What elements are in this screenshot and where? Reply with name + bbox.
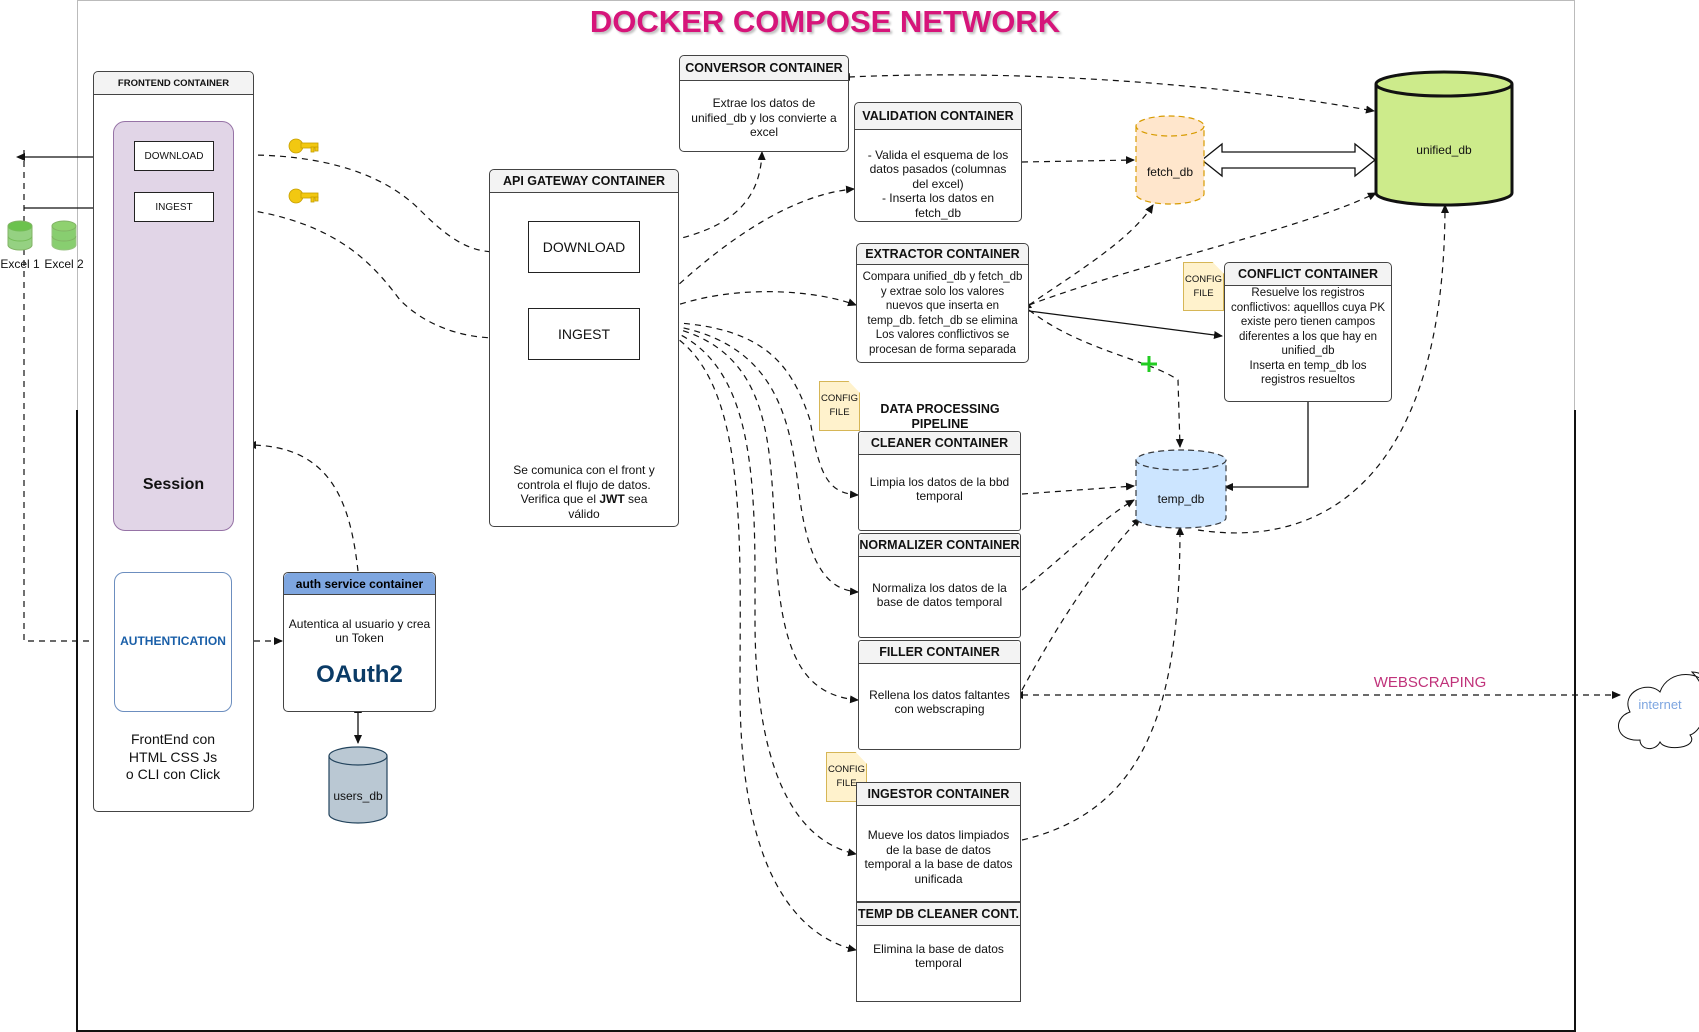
unified-db-cylinder <box>1374 70 1514 207</box>
validation-desc: - Valida el esquema de los datos pasados… <box>867 147 1009 220</box>
conflict-container: CONFLICT CONTAINER Resuelve los registro… <box>1224 262 1392 402</box>
ingestor-header: INGESTOR CONTAINER <box>857 783 1020 806</box>
edge-temp-unified <box>1197 204 1449 534</box>
cleaner-header: CLEANER CONTAINER <box>859 432 1020 455</box>
database-icon <box>51 220 77 251</box>
edge-service-to-session <box>247 441 359 572</box>
cleaner-container: CLEANER CONTAINER Limpia los datos de la… <box>858 431 1021 531</box>
extractor-container: EXTRACTOR CONTAINER Compara unified_db y… <box>856 243 1029 363</box>
database-icon <box>7 220 33 251</box>
fetch-db-label: fetch_db <box>1146 165 1194 179</box>
session-panel <box>113 121 234 531</box>
conversor-container: CONVERSOR CONTAINER Extrae los datos de … <box>679 55 849 152</box>
edge-validation-fetch <box>1021 156 1135 165</box>
session-label: Session <box>142 476 205 493</box>
conversor-desc: Extrae los datos de unified_db y los con… <box>691 96 837 140</box>
edge-extractor-conflict <box>1028 310 1223 339</box>
filler-desc: Rellena los datos faltantes con webscrap… <box>869 687 1010 717</box>
edge-extractor-fetch <box>1022 204 1154 310</box>
edge-api-tempcleaner <box>639 321 857 953</box>
conversor-header: CONVERSOR CONTAINER <box>680 56 848 81</box>
key-icon <box>288 138 319 154</box>
cloud-icon <box>1618 671 1699 749</box>
normalizer-container: NORMALIZER CONTAINER Normaliza los datos… <box>858 533 1021 638</box>
validation-header: VALIDATION CONTAINER <box>855 103 1021 130</box>
edge-fetch-unified-double <box>1200 142 1377 178</box>
key-icon <box>288 188 319 204</box>
filler-container: FILLER CONTAINER Rellena los datos falta… <box>858 640 1021 750</box>
edge-conflict-temp <box>1224 402 1309 491</box>
extractor-desc: Compara unified_db y fetch_db y extrae s… <box>862 271 1023 356</box>
api-download-button[interactable]: DOWNLOAD <box>528 221 640 273</box>
tempdb-cleaner-container: TEMP DB CLEANER CONT. Elimina la base de… <box>856 902 1021 1002</box>
unified-db-label: unified_db <box>1416 143 1472 157</box>
excel-label: Excel 2 <box>44 257 84 271</box>
conflict-header: CONFLICT CONTAINER <box>1225 263 1391 286</box>
conflict-desc: Resuelve los registros conflictivos: aqu… <box>1230 287 1386 387</box>
edge-cleaner-temp <box>1021 482 1135 495</box>
edge-extractor-temp <box>1028 309 1184 448</box>
auth-service-header: auth service container <box>284 573 435 595</box>
users-db-cylinder <box>328 746 388 824</box>
edge-ingestor-temp <box>1021 526 1184 841</box>
edge-conversor-unified <box>841 72 1375 114</box>
frontend-download-button[interactable]: DOWNLOAD <box>134 141 214 171</box>
normalizer-desc: Normaliza los datos de la base de datos … <box>872 580 1007 610</box>
frontend-stack-text: FrontEnd con HTML CSS Js o CLI con Click <box>125 731 221 782</box>
network-boundary-left-bold <box>76 410 78 1032</box>
plus-icon <box>1141 356 1157 372</box>
tempdb-cleaner-header: TEMP DB CLEANER CONT. <box>857 903 1020 926</box>
auth-service-desc: Autentica al usuario y crea un Token <box>288 616 431 646</box>
edge-normalizer-temp <box>1021 499 1135 591</box>
ingestor-desc: Mueve los datos limpiados de la base de … <box>864 828 1013 886</box>
edge-extractor-unified <box>1028 192 1377 306</box>
temp-db-cylinder <box>1135 449 1227 529</box>
edge-front-api-ingest <box>213 205 498 342</box>
users-db-label: users_db <box>333 789 383 803</box>
pipeline-label: DATA PROCESSING PIPELINE <box>880 402 1000 431</box>
temp-db-label: temp_db <box>1157 492 1205 506</box>
edge-api-ingestor <box>639 321 857 857</box>
api-gateway-desc: Se comunica con el front y controla el f… <box>513 463 655 521</box>
filler-header: FILLER CONTAINER <box>859 641 1020 664</box>
cleaner-desc: Limpia los datos de la bbd temporal <box>869 474 1010 504</box>
authentication-box[interactable] <box>114 572 232 712</box>
validation-container: VALIDATION CONTAINER - Valida el esquema… <box>854 102 1022 222</box>
auth-service-container: auth service container Autentica al usua… <box>283 572 436 712</box>
api-ingest-button[interactable]: INGEST <box>528 308 640 360</box>
authentication-label: AUTHENTICATION <box>120 634 226 648</box>
fetch-db-cylinder <box>1135 115 1205 205</box>
tempdb-cleaner-desc: Elimina la base de datos temporal <box>873 941 1004 971</box>
api-gateway-header: API GATEWAY CONTAINER <box>490 170 678 193</box>
edge-filler-temp <box>1021 517 1141 691</box>
normalizer-header: NORMALIZER CONTAINER <box>859 534 1020 557</box>
internet-label: internet <box>1638 697 1682 712</box>
extractor-header: EXTRACTOR CONTAINER <box>857 244 1028 265</box>
edge-front-api-download <box>206 151 498 256</box>
edge-api-normalizer <box>639 321 859 596</box>
frontend-ingest-button[interactable]: INGEST <box>134 192 214 222</box>
ingestor-container: INGESTOR CONTAINER Mueve los datos limpi… <box>856 782 1021 902</box>
oauth2-label: OAuth2 <box>316 661 403 688</box>
excel-label: Excel 1 <box>0 257 40 271</box>
network-boundary-right-bold <box>1574 410 1576 1032</box>
frontend-header: FRONTEND CONTAINER <box>94 72 253 95</box>
edge-api-cleaner <box>639 321 859 499</box>
webscraping-label: WEBSCRAPING <box>1373 674 1487 691</box>
diagram-title: DOCKER COMPOSE NETWORK <box>589 4 1061 39</box>
